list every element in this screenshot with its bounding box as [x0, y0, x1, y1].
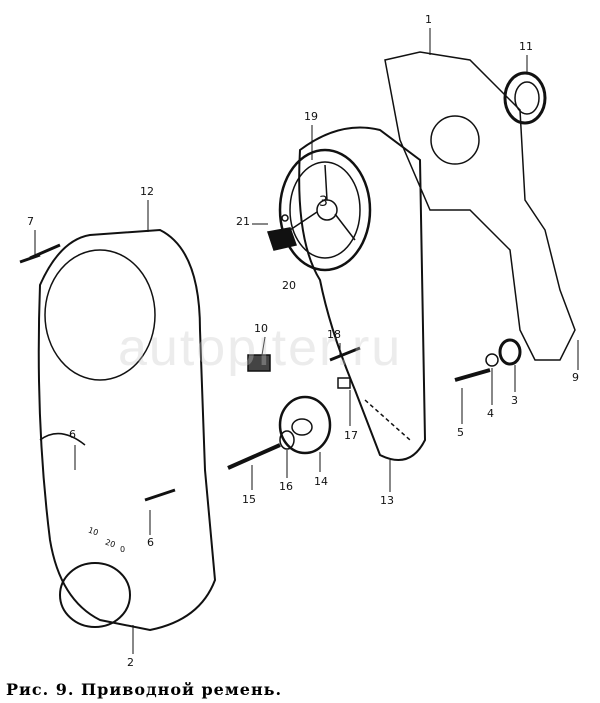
oil-seal-inner: [514, 81, 540, 115]
bolt-15: [227, 443, 281, 470]
part-label: 1: [425, 13, 432, 26]
timing-belt: [298, 126, 427, 461]
rear-cover-hole: [430, 115, 480, 165]
cover-lower-opening: [59, 562, 131, 628]
watermark: autopiter.ru: [118, 319, 403, 377]
part-label: 18: [327, 328, 341, 341]
cover-recess: [39, 432, 86, 446]
front-timing-cover: [37, 228, 217, 632]
part-label: 7: [27, 215, 34, 228]
part-label: 2: [127, 656, 134, 669]
gear-mark: 3: [319, 194, 328, 210]
oil-seal: [503, 71, 547, 125]
part-label: 14: [314, 475, 328, 488]
pulley-rim: [289, 161, 361, 259]
bolt-7: [19, 243, 61, 264]
part-label: 5: [457, 426, 464, 439]
part-label: 11: [519, 40, 533, 53]
figure-caption: Рис. 9. Приводной ремень.: [6, 680, 283, 699]
leader-lines: [34, 28, 579, 654]
spring-17: [337, 377, 351, 389]
camshaft-pulley: [278, 148, 372, 272]
part-label: 4: [487, 407, 494, 420]
part-label: 16: [279, 480, 293, 493]
part-label: 15: [242, 493, 256, 506]
part-label: 17: [344, 429, 358, 442]
part-label: 12: [140, 185, 154, 198]
washer-16: [279, 430, 295, 450]
spacer-4: [485, 353, 499, 367]
tensioner-pulley: [278, 395, 332, 455]
rear-timing-cover: [384, 51, 576, 361]
part-label: 19: [304, 110, 318, 123]
bolt-6: [144, 488, 176, 502]
cover-window: [44, 249, 156, 381]
key: [281, 214, 289, 222]
part-label: 6: [69, 428, 76, 441]
bolt-5: [454, 368, 491, 382]
tensioner-hub: [291, 418, 313, 436]
part-label: 13: [380, 494, 394, 507]
part-label: 3: [511, 394, 518, 407]
part-label: 20: [282, 279, 296, 292]
part-10: [247, 354, 271, 372]
belt-teeth: [364, 399, 411, 441]
pulley-spokes: [289, 164, 356, 241]
part-label: 10: [254, 322, 268, 335]
bolt-18: [329, 346, 361, 362]
scale-mark: 0: [120, 545, 126, 554]
pulley-bolt: [267, 227, 297, 251]
part-label: 6: [147, 536, 154, 549]
part-label: 9: [572, 371, 579, 384]
washer-3: [498, 338, 522, 366]
part-label: 21: [236, 215, 250, 228]
